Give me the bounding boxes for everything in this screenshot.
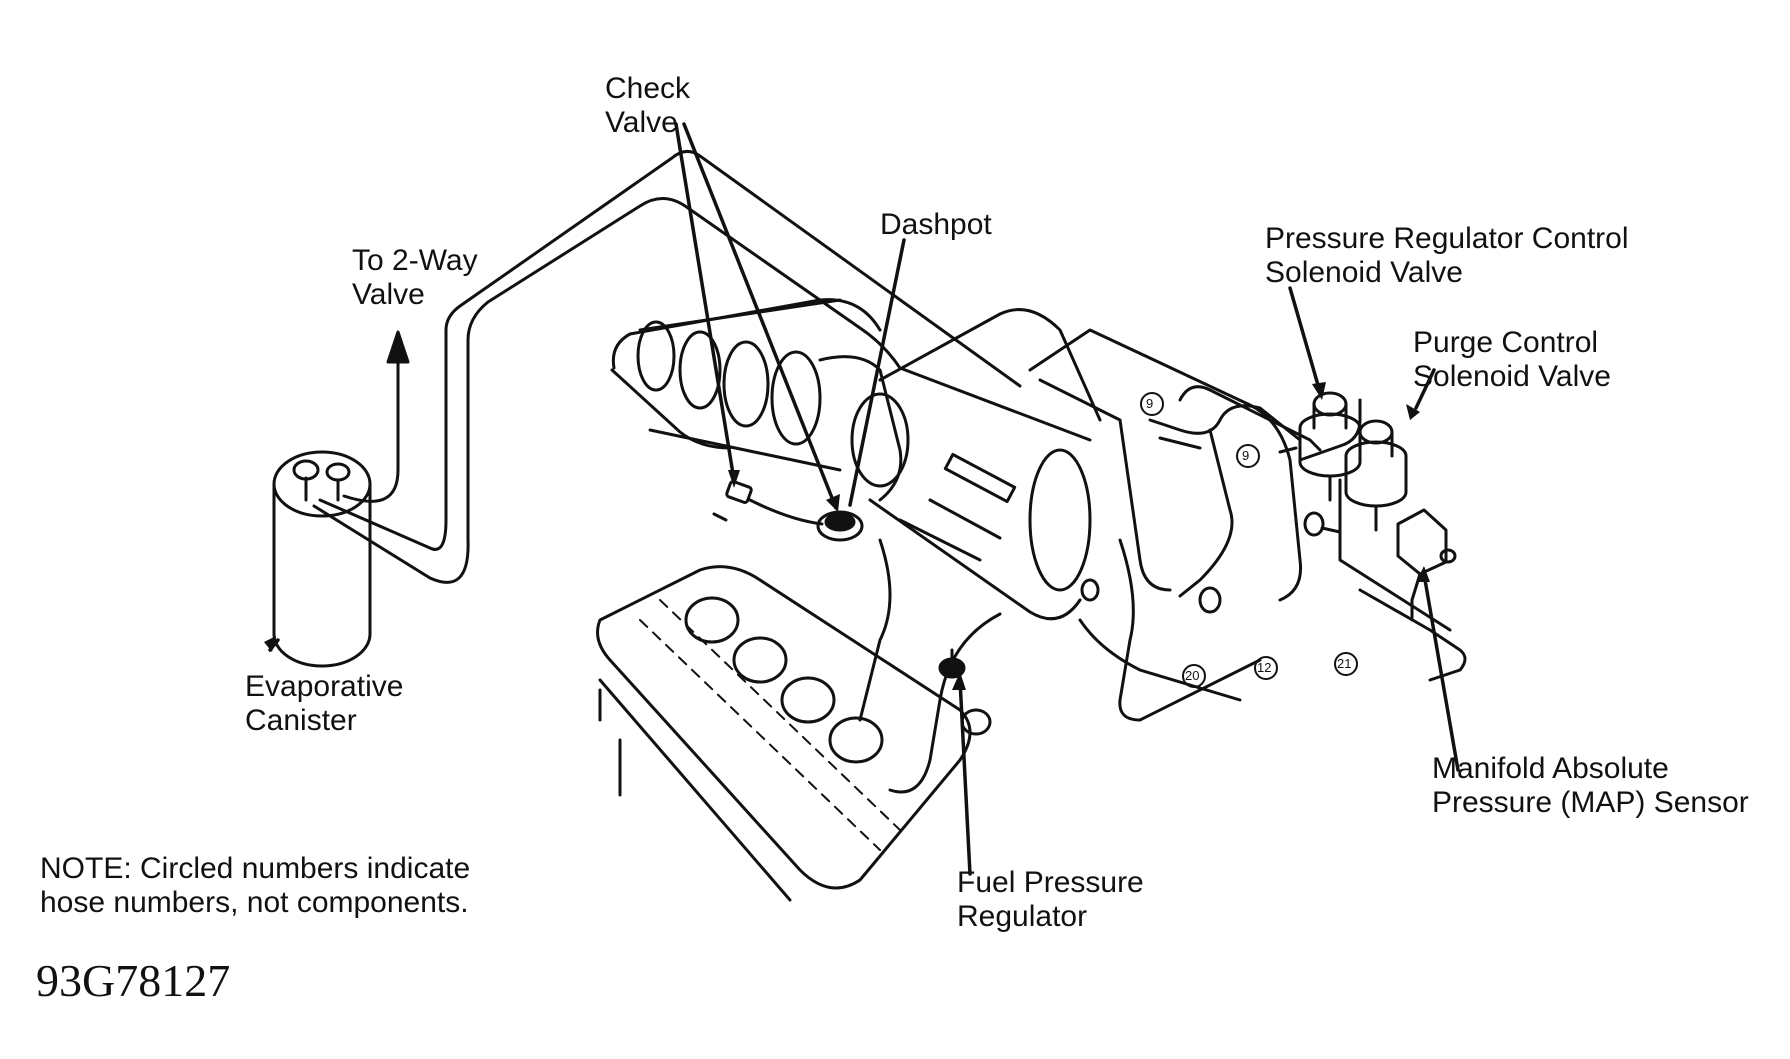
check-valve-drawing <box>712 480 824 526</box>
hose-number-5: 21 <box>1337 656 1352 671</box>
solenoid-hose-network <box>1028 328 1467 722</box>
leader-arrowheads <box>264 382 1430 690</box>
air-intake-drawing <box>610 298 910 502</box>
leader-lines <box>268 122 1460 876</box>
fuel-pressure-regulator-drawing <box>938 648 992 736</box>
hose-to-2way-valve <box>342 330 410 503</box>
hose-number-1: 9 <box>1146 396 1154 411</box>
label-dashpot: Dashpot <box>880 208 992 241</box>
canister-purge-hoses <box>312 150 1092 584</box>
hose-number-3: 20 <box>1185 668 1200 683</box>
purge-control-solenoid-drawing <box>1344 419 1408 532</box>
dashpot-drawing <box>816 510 864 542</box>
hose-number-circles <box>1140 392 1358 688</box>
valve-cover-drawing <box>596 565 972 902</box>
pressure-regulator-solenoid-drawing <box>1278 391 1362 502</box>
hose-number-2: 9 <box>1242 448 1250 463</box>
hose-number-4: 12 <box>1257 660 1272 675</box>
figure-code: 93G78127 <box>36 955 231 1006</box>
intake-plenum-drawing <box>858 308 1102 794</box>
map-sensor-drawing <box>1396 508 1457 622</box>
evaporative-canister-drawing <box>272 450 372 668</box>
plenum-connector-drawing <box>1080 511 1342 614</box>
